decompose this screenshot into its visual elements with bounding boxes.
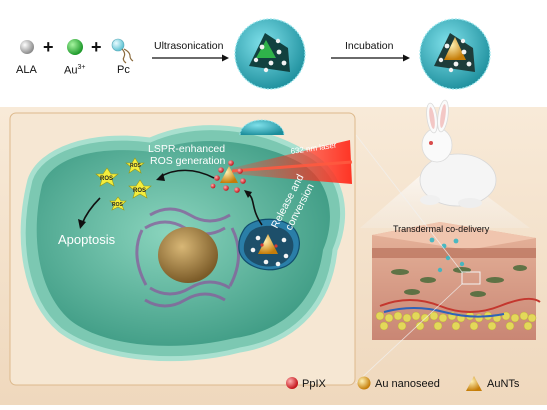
plus-sign-2: + — [91, 37, 102, 57]
ros-star-2 — [95, 167, 119, 187]
pc-molecule — [111, 38, 134, 64]
legend: PpIX Au nanoseed AuNTs — [286, 376, 520, 391]
ros-stars: ROS ROS ROS ROS — [95, 157, 152, 211]
laser-beam-core — [231, 160, 353, 173]
ros-arrow-head — [156, 173, 165, 181]
ros-arrow — [159, 169, 215, 179]
lspr-label-line1: LSPR-enhanced — [148, 143, 225, 155]
ros-label-2: ROS — [100, 176, 113, 182]
apoptosis-arrow-head — [78, 219, 86, 229]
pplx-legend-icon — [286, 377, 298, 389]
incubation-label: Incubation — [345, 40, 394, 52]
pplx-legend-label: PpIX — [302, 378, 327, 390]
ultrasonication-arrow-head — [222, 54, 229, 62]
ros-label-3: ROS — [133, 188, 146, 194]
ros-label-1: ROS — [130, 163, 142, 169]
ros-star-1 — [125, 157, 145, 174]
ros-star-3 — [128, 179, 152, 199]
au-ion-label-base: Au — [64, 64, 78, 77]
nanoparticle-incubated — [419, 18, 491, 90]
ala-label: ALA — [16, 64, 37, 76]
aunts-legend-label: AuNTs — [487, 378, 520, 390]
membrane-nanoparticle — [239, 119, 285, 136]
aunts-legend-icon — [466, 376, 482, 391]
plus-sign-1: + — [43, 37, 54, 57]
au-nanoseed-legend-label: Au nanoseed — [375, 378, 440, 390]
ros-star-4 — [109, 196, 127, 211]
au-ion-label-charge: 3+ — [77, 64, 86, 71]
transdermal-label: Transdermal co-delivery — [393, 224, 490, 234]
cell: ROS ROS ROS ROS LSPR-enhanced ROS genera… — [20, 119, 353, 362]
nanoparticle-assembled — [234, 18, 306, 90]
activated-cluster — [210, 160, 246, 193]
ros-label-4: ROS — [112, 202, 124, 208]
endosome-vesicle — [238, 218, 300, 271]
skin-block — [355, 134, 541, 384]
release-arrow-head — [244, 190, 252, 198]
apoptosis-label: Apoptosis — [58, 232, 116, 247]
au-nanoseed-legend-icon — [357, 376, 371, 390]
laser-beam — [232, 140, 352, 184]
lspr-label-line2: ROS generation — [150, 155, 225, 167]
au-ion-label: Au3+ — [64, 64, 85, 77]
ala-sphere — [20, 40, 34, 54]
ultrasonication-label: Ultrasonication — [154, 40, 224, 52]
synthesis-row: + + — [20, 18, 491, 90]
au-ion-sphere — [67, 39, 83, 55]
pc-label: Pc — [117, 64, 130, 76]
nucleus — [158, 227, 218, 283]
rabbit — [419, 99, 497, 208]
incubation-arrow-head — [403, 54, 410, 62]
